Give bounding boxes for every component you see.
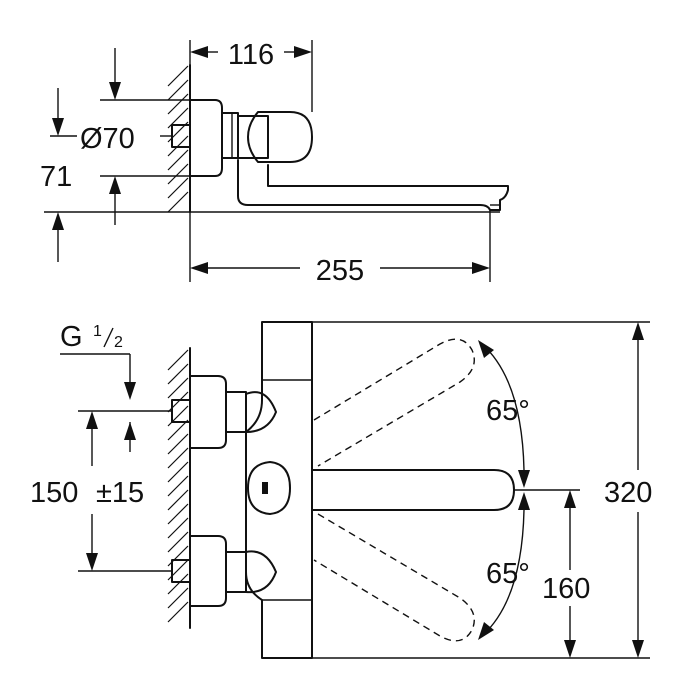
top-view: 116 Ø70 71 <box>40 39 509 287</box>
lower-neck <box>225 551 247 593</box>
wall-hatching-front <box>167 349 189 623</box>
handle-top <box>247 111 313 163</box>
angle-upper: 65° <box>478 340 530 488</box>
dim-diameter-label: Ø70 <box>80 123 135 155</box>
dim-320-label: 320 <box>604 477 652 509</box>
body-top <box>237 115 269 159</box>
upper-neck <box>225 391 247 433</box>
lower-connector <box>171 559 191 583</box>
dim-160: 160 <box>514 489 590 658</box>
spout-swing-upper <box>313 338 475 467</box>
dim-150-tolerance: ±15 <box>96 477 144 509</box>
thread-num: 1 <box>93 323 102 340</box>
thermostat-window <box>247 461 291 515</box>
spout-swing-lower <box>313 513 475 642</box>
dim-71-label: 71 <box>40 161 72 193</box>
dim-diameter: Ø70 <box>50 48 210 225</box>
dim-320: 320 <box>312 321 652 659</box>
dim-160-label: 160 <box>542 573 590 605</box>
upper-flange <box>245 391 277 433</box>
dim-150: 150 ±15 <box>30 410 172 572</box>
thread-g: G <box>60 321 83 353</box>
angle-upper-label: 65° <box>486 395 530 427</box>
escutcheon-top <box>189 99 223 177</box>
dim-255-label: 255 <box>316 255 364 287</box>
dim-71: 71 <box>40 88 500 262</box>
angle-lower-label: 65° <box>486 558 530 590</box>
lower-escutcheon <box>189 535 227 607</box>
spout-top <box>237 159 509 211</box>
thread-label: G 1 2 <box>60 321 136 452</box>
thermostat-mark <box>262 482 268 494</box>
angle-lower: 65° <box>478 492 530 640</box>
upper-escutcheon <box>189 375 227 449</box>
dim-116-label: 116 <box>228 39 274 71</box>
spout-front <box>311 469 515 511</box>
front-view: 65° 65° G 1 2 150 <box>30 321 652 659</box>
dim-150-label: 150 <box>30 477 78 509</box>
thread-den: 2 <box>114 334 123 351</box>
dim-116: 116 <box>189 39 313 112</box>
dim-255: 255 <box>189 210 491 287</box>
lower-flange <box>245 550 277 594</box>
neck-top <box>221 112 239 159</box>
main-body-front <box>245 321 313 659</box>
